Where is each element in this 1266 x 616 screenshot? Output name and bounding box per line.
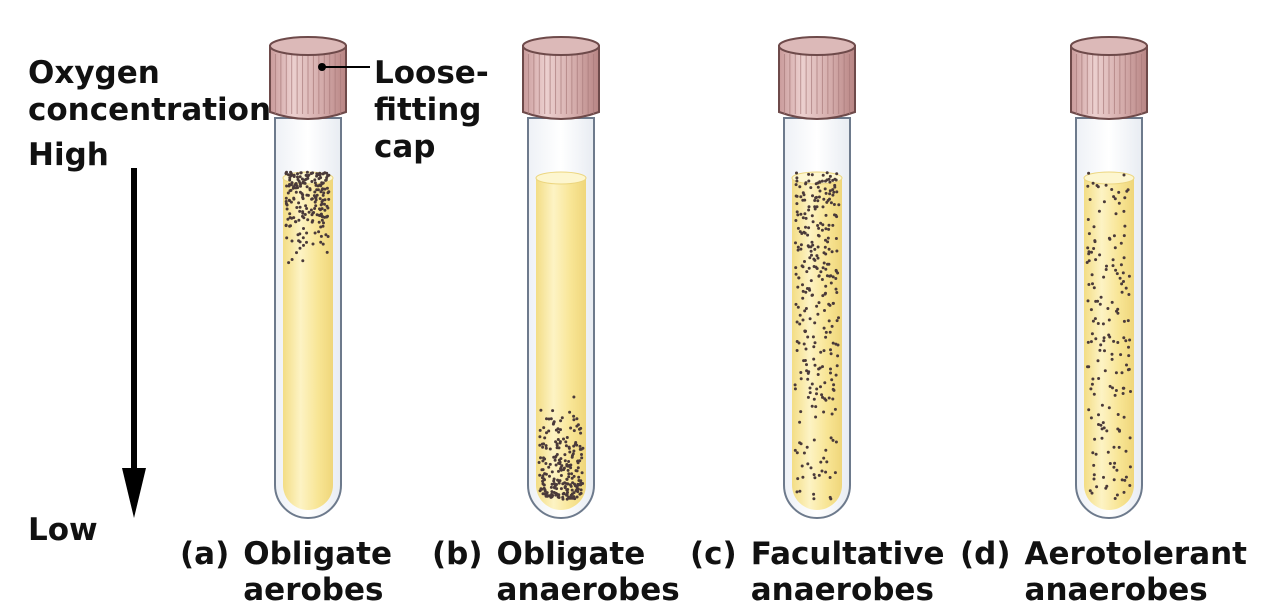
tubes-layer [269, 36, 1148, 519]
loose-fitting-cap-icon [1070, 36, 1148, 120]
cap-callout-leader [318, 63, 370, 71]
oxygen-gradient-arrow [122, 168, 146, 518]
axis-title-line2: concentration [28, 92, 272, 128]
test-tube-d [1070, 36, 1148, 519]
caption-letter: (a) [180, 536, 230, 572]
agar-medium [1084, 178, 1134, 510]
bacterial-growth-dots [1085, 171, 1132, 500]
loose-fitting-cap-icon [269, 36, 347, 120]
test-tube-c [778, 36, 856, 519]
test-tube-a [269, 36, 347, 519]
bacterial-growth-dots [793, 171, 841, 501]
axis-high-label: High [28, 137, 109, 173]
caption-letter: (c) [690, 536, 737, 572]
axis-title: Oxygen concentration [28, 55, 271, 129]
axis-title-line1: Oxygen [28, 55, 160, 91]
loose-fitting-cap-icon [778, 36, 856, 120]
caption-letter: (d) [960, 536, 1011, 572]
cap-callout-line1: Loose- [374, 55, 489, 91]
axis-low-label: Low [28, 512, 98, 548]
cap-callout-line3: cap [374, 129, 436, 165]
loose-fitting-cap-icon [522, 36, 600, 120]
bacterial-growth-dots [537, 395, 585, 501]
bacterial-growth-dots [284, 170, 331, 265]
cap-callout-label: Loose- fitting cap [374, 55, 489, 166]
caption-letter: (b) [432, 536, 483, 572]
cap-callout-line2: fitting [374, 92, 482, 128]
test-tube-b [522, 36, 600, 519]
agar-medium [283, 178, 333, 510]
agar-medium [536, 178, 586, 510]
